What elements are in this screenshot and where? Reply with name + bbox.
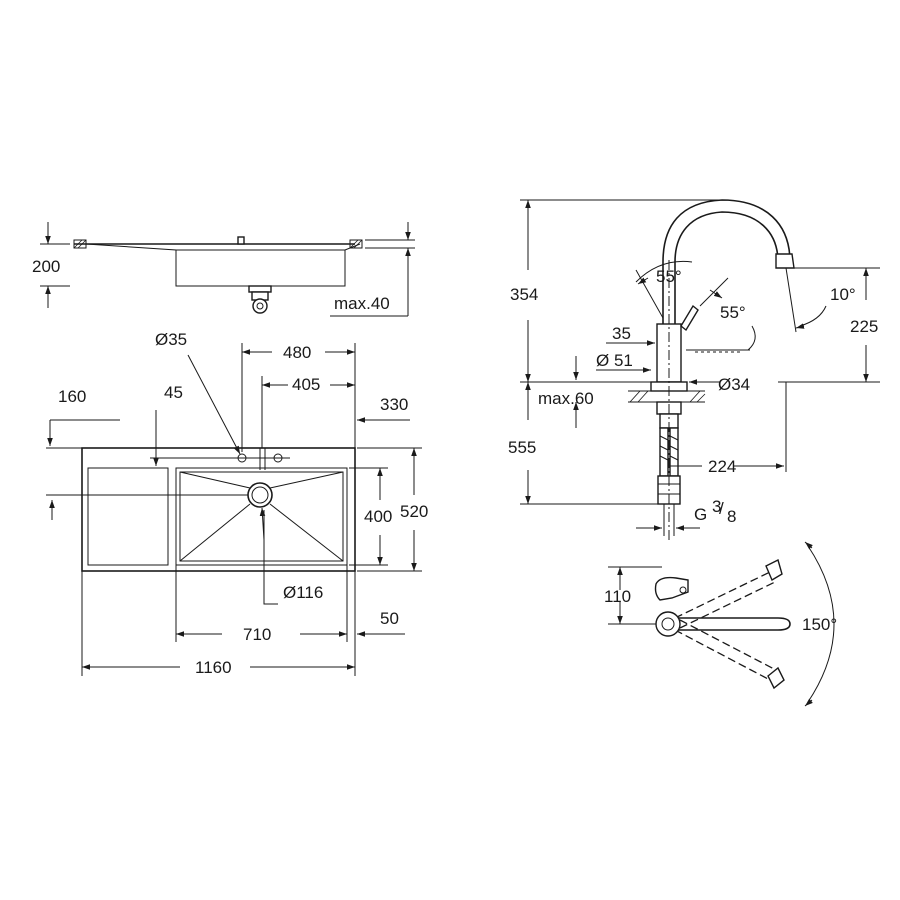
drainboard bbox=[87, 467, 169, 566]
dim-710: 710 bbox=[243, 625, 271, 644]
sink-side-view: 200 max.40 bbox=[32, 222, 415, 317]
faucet-body-top bbox=[655, 611, 681, 637]
sink-top-view: Ø35 480 405 160 45 330 400 520 bbox=[46, 330, 428, 677]
faucet-side-view: 354 555 55° 55° 10° 225 35 Ø 51 bbox=[508, 199, 880, 540]
angle-55-top: 55° bbox=[656, 267, 682, 286]
angle-55-lever: 55° bbox=[720, 303, 746, 322]
deck-max-60: max.60 bbox=[538, 389, 594, 408]
faucet-lever bbox=[680, 304, 699, 332]
dim-35: 35 bbox=[612, 324, 631, 343]
faucet-top-view: 150° 110 bbox=[604, 541, 837, 707]
dim-1160: 1160 bbox=[195, 658, 232, 677]
below-deck-555: 555 bbox=[508, 438, 536, 457]
spout-top bbox=[672, 617, 791, 631]
spout-swing-lower-a bbox=[674, 629, 771, 681]
faucet-height-354: 354 bbox=[510, 285, 538, 304]
countertop-section bbox=[628, 390, 706, 403]
dim-50: 50 bbox=[380, 609, 399, 628]
dim-330: 330 bbox=[380, 395, 408, 414]
reach-224: 224 bbox=[708, 457, 736, 476]
dim-45: 45 bbox=[164, 383, 183, 402]
countertop-hatch-right bbox=[349, 239, 363, 249]
sink-bowl bbox=[175, 467, 348, 566]
sink-height-label: 200 bbox=[32, 257, 60, 276]
dim-405: 405 bbox=[292, 375, 320, 394]
sink-outline bbox=[81, 447, 356, 572]
drain-fitting bbox=[248, 285, 272, 314]
angle-10: 10° bbox=[830, 285, 856, 304]
dia-34: Ø34 bbox=[718, 375, 750, 394]
spout-swing-lower-b bbox=[679, 619, 777, 671]
dim-160: 160 bbox=[58, 387, 86, 406]
drain-inner bbox=[251, 486, 269, 504]
dia-51: Ø 51 bbox=[596, 351, 633, 370]
dim-110: 110 bbox=[604, 587, 631, 606]
dim-520: 520 bbox=[400, 502, 428, 521]
drain-diameter-label: Ø116 bbox=[283, 583, 323, 602]
svg-text:/: / bbox=[719, 499, 724, 518]
tap-hole-marker bbox=[237, 236, 245, 245]
faucet-spout-inner bbox=[674, 211, 779, 324]
lever-top bbox=[654, 576, 689, 601]
spout-swing-upper-a bbox=[674, 571, 771, 619]
thread-denominator: 8 bbox=[727, 507, 736, 526]
dim-480: 480 bbox=[283, 343, 311, 362]
tap-hole-diameter-label: Ø35 bbox=[155, 330, 187, 349]
dim-225: 225 bbox=[850, 317, 878, 336]
spout-outlet bbox=[775, 253, 795, 269]
countertop-hatch-left bbox=[73, 239, 87, 249]
swivel-angle-150: 150° bbox=[802, 615, 837, 634]
thread-g: G bbox=[694, 505, 707, 524]
thread-numerator: 3 bbox=[712, 497, 721, 516]
dim-400: 400 bbox=[364, 507, 392, 526]
spout-swing-upper-b bbox=[679, 581, 776, 629]
deck-thickness-label: max.40 bbox=[334, 294, 390, 313]
